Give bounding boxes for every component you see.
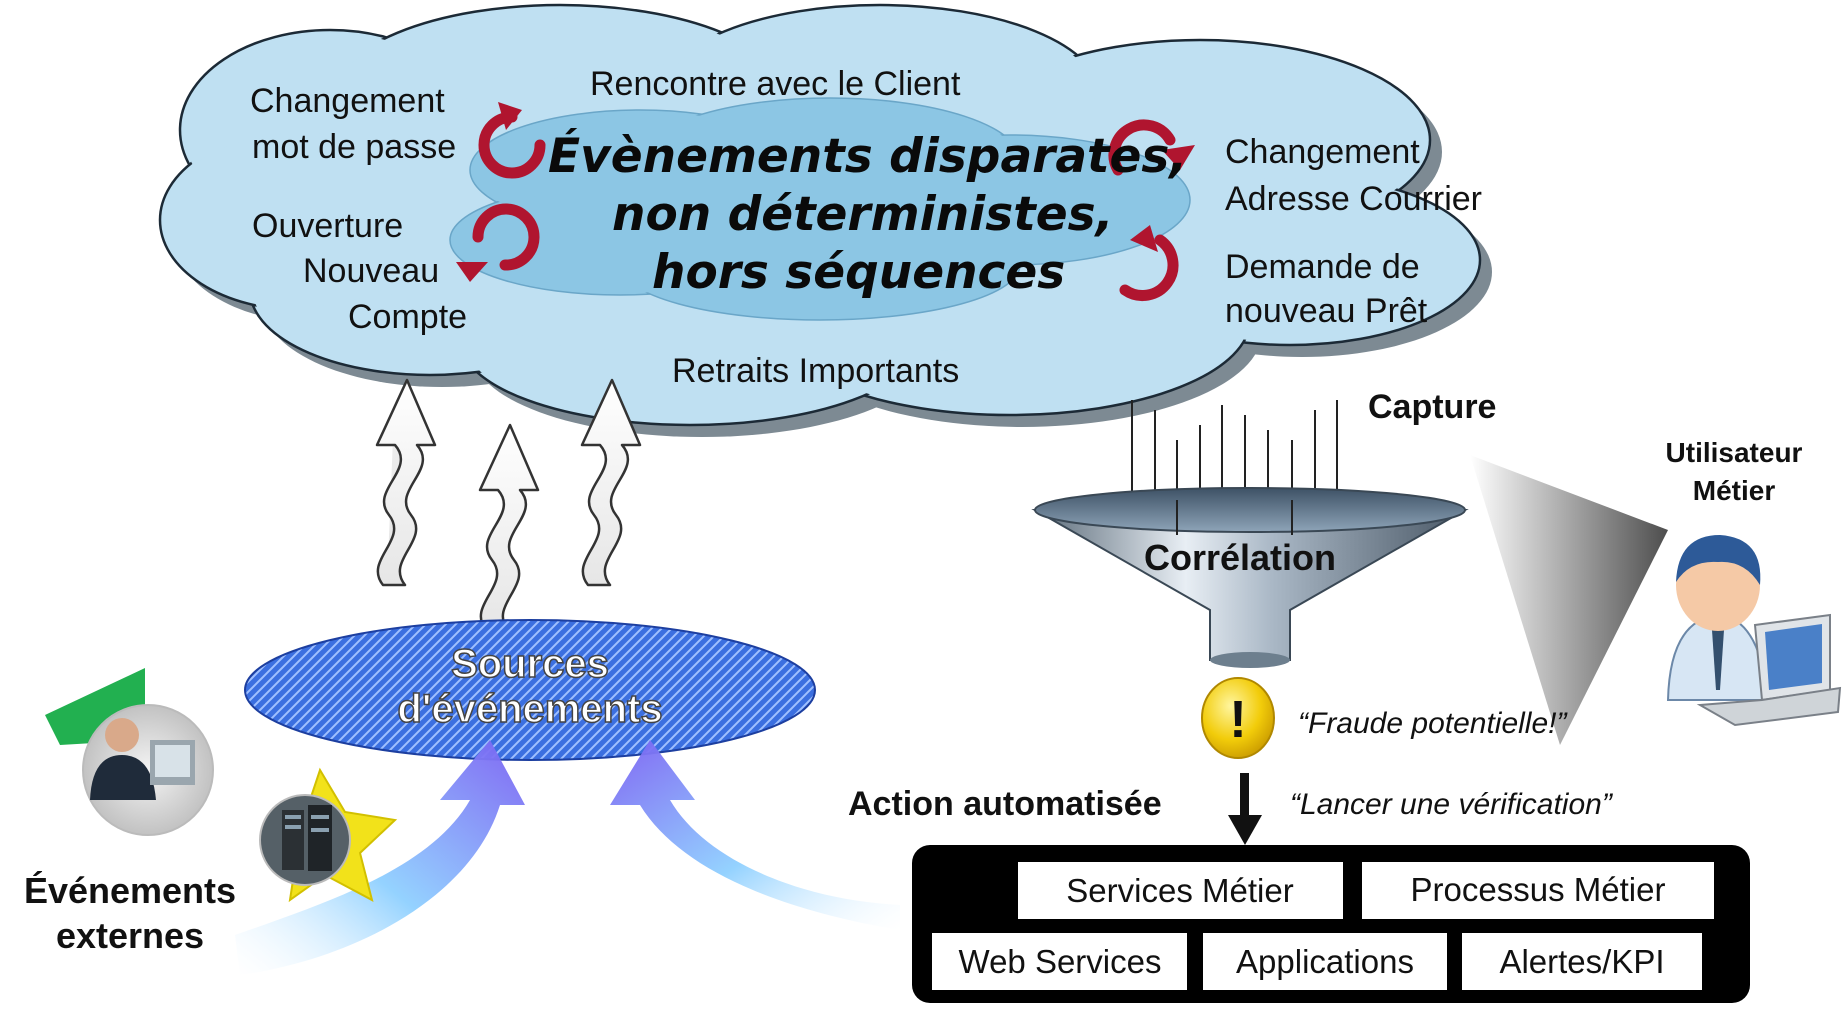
target-label: Processus Métier: [1411, 871, 1666, 908]
big-curved-arrows: [235, 740, 900, 975]
server-photo: [259, 794, 351, 886]
external-label-1: Événements: [24, 870, 236, 911]
cycle-icon: [1119, 225, 1179, 302]
curved-arrow-right-icon: [610, 740, 900, 930]
business-user: Utilisateur Métier: [1666, 437, 1842, 727]
wavy-arrow-icon: [478, 423, 540, 632]
user-label-2: Métier: [1693, 475, 1776, 506]
external-events: Événements externes: [24, 668, 398, 956]
event-left-bottom-1: Ouverture: [252, 207, 403, 245]
target-label: Web Services: [959, 943, 1162, 980]
headline-line-2: non déterministes,: [612, 187, 1113, 242]
laptop-icon: [1696, 613, 1842, 727]
target-label: Applications: [1236, 943, 1414, 980]
action-targets: Services Métier Processus Métier Web Ser…: [912, 845, 1750, 1003]
businessman-icon: [90, 718, 195, 800]
down-arrow-icon: [1228, 773, 1262, 845]
cloud-inner-fill: [452, 100, 1188, 318]
cycle-arrows: [456, 102, 1195, 302]
event-right-bottom-1: Demande de: [1225, 248, 1420, 286]
alert: ! “Fraude potentielle!”: [1201, 677, 1568, 759]
cycle-icon: [1108, 119, 1195, 176]
external-label-2: externes: [56, 915, 204, 956]
alert-icon: [1201, 677, 1275, 759]
wavy-arrow-icon: [580, 378, 642, 587]
event-top: Rencontre avec le Client: [590, 65, 961, 103]
event-bottom: Retraits Importants: [672, 352, 959, 390]
headline-line-1: Évènements disparates,: [548, 129, 1187, 184]
target-processus-metier: [1362, 862, 1714, 919]
target-alertes-kpi: [1462, 933, 1702, 990]
event-left-bottom-3: Compte: [348, 298, 467, 336]
capture-lines-front: [1176, 500, 1293, 535]
user-beam: [1470, 455, 1668, 745]
curved-arrow-left-icon: [235, 740, 525, 975]
event-right-top-2: Adresse Courrier: [1225, 180, 1482, 218]
target-services-metier: [1018, 862, 1343, 919]
server-icon: [282, 805, 332, 871]
sources-label-1: Sources: [451, 642, 609, 686]
wavy-arrow-icon: [375, 0, 437, 585]
headline-line-3: hors séquences: [652, 245, 1065, 300]
event-cloud: [158, 3, 1492, 437]
target-web-services: [932, 933, 1187, 990]
event-left-top-1: Changement: [250, 82, 445, 120]
user-label-1: Utilisateur: [1666, 437, 1803, 468]
cycle-icon: [478, 102, 546, 179]
correlation-label: Corrélation: [1144, 537, 1336, 578]
alert-symbol: !: [1229, 691, 1246, 749]
event-sources: Sources d'événements: [244, 619, 816, 761]
action-quote: “Lancer une vérification”: [1290, 788, 1614, 821]
event-right-bottom-2: nouveau Prêt: [1225, 292, 1428, 330]
event-left-bottom-2: Nouveau: [303, 252, 439, 290]
action-label: Action automatisée: [848, 785, 1162, 823]
event-left-top-2: mot de passe: [252, 128, 456, 166]
cycle-icon: [456, 203, 540, 282]
sources-label-2: d'événements: [397, 687, 662, 731]
target-applications: [1203, 933, 1447, 990]
target-label: Alertes/KPI: [1499, 943, 1664, 980]
wavy-up-arrows: [375, 0, 642, 632]
event-right-top-1: Changement: [1225, 133, 1420, 171]
target-label: Services Métier: [1066, 872, 1293, 909]
capture-label: Capture: [1368, 388, 1496, 426]
user-avatar-icon: [1666, 535, 1770, 701]
alert-quote: “Fraude potentielle!”: [1298, 707, 1568, 740]
correlation-funnel: Corrélation: [1031, 487, 1469, 668]
